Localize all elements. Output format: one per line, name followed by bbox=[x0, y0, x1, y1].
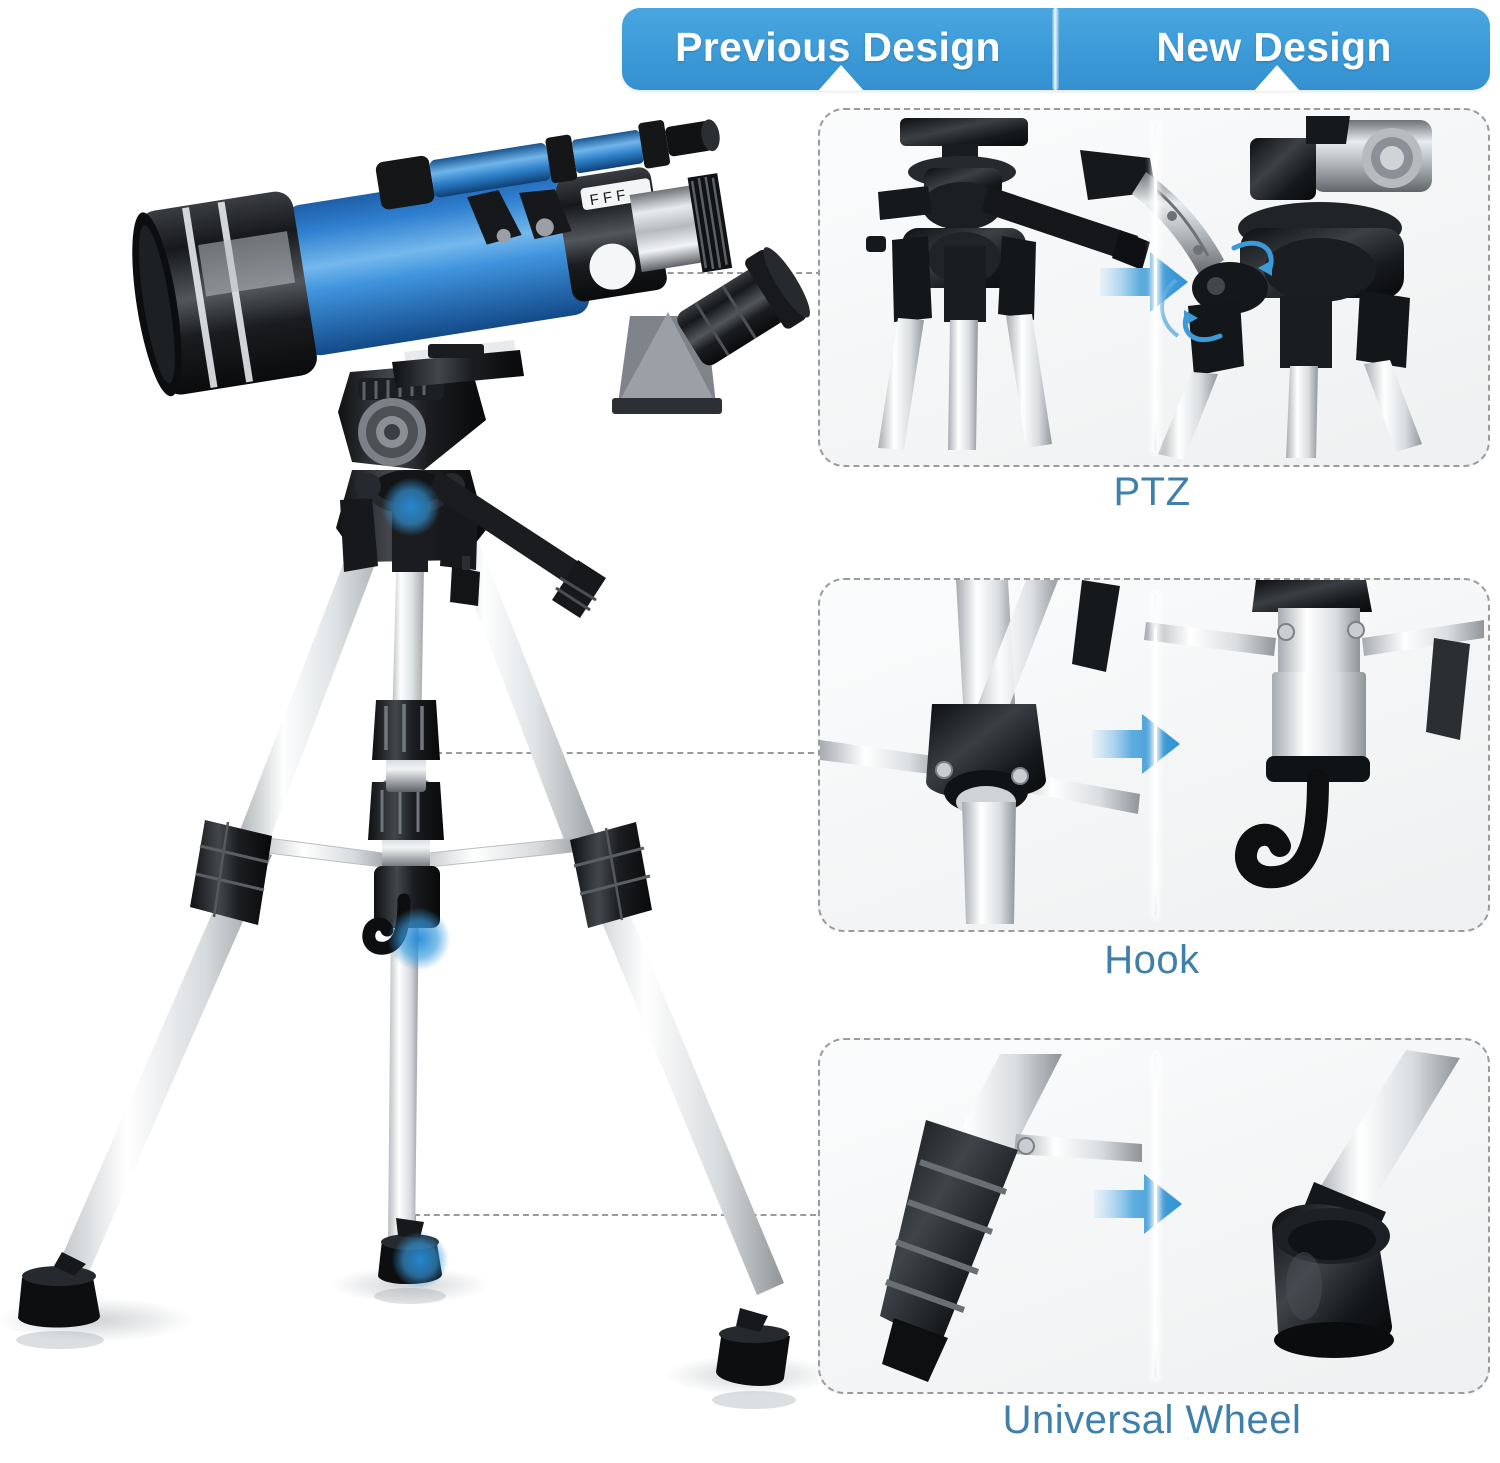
pan-handle bbox=[428, 470, 606, 618]
banner-notch-right bbox=[1254, 65, 1300, 91]
right-arrow-icon bbox=[1092, 714, 1180, 774]
hook-previous bbox=[820, 580, 1140, 924]
hook-new bbox=[1144, 580, 1484, 889]
connector-hook bbox=[436, 752, 824, 754]
feature-panel-hook bbox=[818, 578, 1490, 932]
focuser-ring bbox=[687, 173, 733, 273]
ptz-transition-arrow bbox=[1100, 252, 1188, 312]
telescope-illustration: F F F bbox=[0, 119, 835, 1409]
svg-text:F F F: F F F bbox=[589, 187, 627, 209]
altitude-adjuster bbox=[338, 362, 486, 470]
ptz-previous bbox=[866, 118, 1150, 450]
caption-universal-wheel: Universal Wheel bbox=[1002, 1398, 1302, 1442]
leg-lock-left bbox=[190, 820, 272, 925]
ptz-panel-divider bbox=[1154, 124, 1157, 451]
banner-previous-design-label: Previous Design bbox=[675, 23, 1001, 70]
banner-notch-left bbox=[818, 65, 864, 91]
design-comparison-banner: Previous Design New Design bbox=[622, 8, 1490, 91]
mount-lock-knob bbox=[450, 556, 480, 606]
hook-icon bbox=[1235, 769, 1329, 889]
banner-new-design: New Design bbox=[1058, 8, 1490, 90]
wheel-comparison-illustration bbox=[880, 1050, 1460, 1382]
banner-previous-design: Previous Design bbox=[622, 8, 1054, 90]
ptz-comparison-illustration bbox=[866, 116, 1432, 460]
banner-divider bbox=[1052, 8, 1059, 90]
hook-panel-divider bbox=[1154, 594, 1157, 916]
caption-hook: Hook bbox=[1104, 938, 1200, 982]
adjuster-gear bbox=[358, 398, 426, 466]
focus-knob bbox=[589, 243, 636, 290]
right-arrow-icon bbox=[1094, 1174, 1182, 1234]
wheel-panel-divider bbox=[1154, 1054, 1157, 1378]
eyepiece bbox=[677, 247, 810, 366]
feature-panel-ptz bbox=[818, 108, 1490, 467]
right-arrow-icon bbox=[1100, 252, 1188, 312]
wheel-previous bbox=[880, 1054, 1142, 1382]
dovetail-bar bbox=[392, 340, 524, 388]
wheel-new bbox=[1272, 1050, 1460, 1358]
feature-panel-universal-wheel bbox=[818, 1038, 1490, 1394]
connector-wheel bbox=[414, 1214, 826, 1216]
hook-comparison-illustration bbox=[820, 580, 1484, 924]
telescope-main-tube: F F F bbox=[132, 164, 733, 397]
leg-lock-right bbox=[570, 822, 652, 928]
caption-ptz: PTZ bbox=[1113, 470, 1191, 514]
banner-new-design-label: New Design bbox=[1156, 23, 1392, 70]
telescope-product-image: F F F bbox=[0, 119, 835, 1409]
finder-scope bbox=[375, 119, 720, 245]
center-column-upper bbox=[372, 700, 440, 792]
